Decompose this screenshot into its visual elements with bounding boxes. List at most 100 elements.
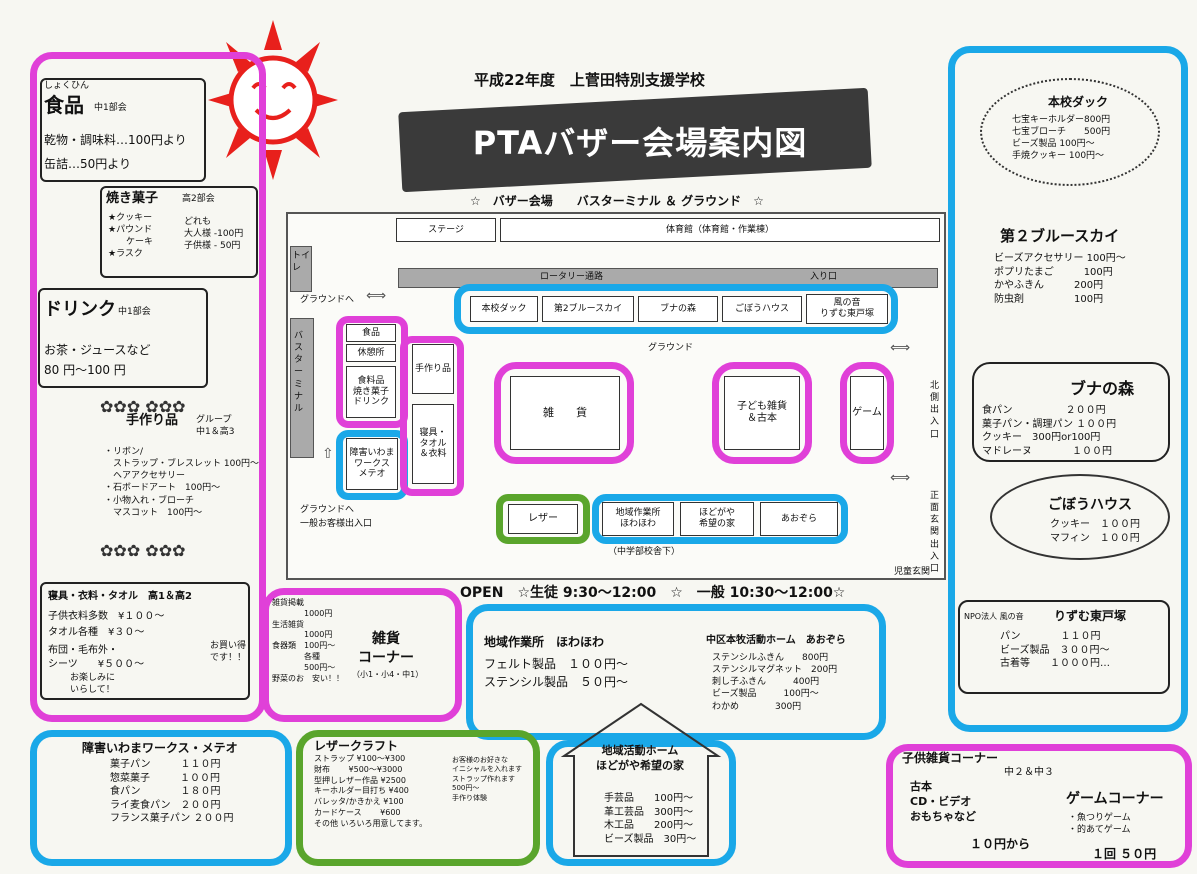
map-toilet-band bbox=[290, 246, 312, 292]
handmade-map-frame bbox=[400, 336, 464, 496]
game-price: １回 ５０円 bbox=[1092, 847, 1157, 861]
howa-line-2: ステンシル製品 ５０円～ bbox=[484, 675, 629, 689]
rizumu-title: りずむ東戸塚 bbox=[1054, 609, 1127, 623]
sun-icon bbox=[208, 20, 338, 180]
map-ground-to-2: グラウンドへ bbox=[300, 505, 355, 515]
kids-title: 子供雑貨コーナー bbox=[902, 751, 999, 765]
buna-title: ブナの森 bbox=[1070, 379, 1135, 398]
arrow-up-icon: ⇧ bbox=[322, 446, 334, 462]
top-stalls-frame bbox=[454, 284, 898, 334]
game-map-frame bbox=[840, 362, 894, 464]
leather-list: ストラップ ¥100～¥300 財布 ¥500～¥3000 型押しレザー作品 ¥… bbox=[314, 754, 428, 828]
kids-price: １０円から bbox=[970, 837, 1031, 851]
food-line-2: 缶詰…50円より bbox=[44, 157, 132, 171]
page-title: PTAバザー会場案内図 bbox=[472, 124, 808, 162]
bluesky-title: 第２ブルースカイ bbox=[1000, 227, 1120, 245]
stall-honkou-duck: 本校ダック bbox=[470, 296, 538, 322]
kids-sub: 中２＆中３ bbox=[1004, 767, 1054, 778]
stall-shingu: 寝具・ タオル ＆衣料 bbox=[412, 404, 454, 484]
map-stage: ステージ bbox=[396, 218, 496, 242]
map-gym: 体育館（体育館・作業棟） bbox=[500, 218, 940, 242]
leather-note: お客様のお好きな イニシャルを入れます ストラップ作れます 500円～ 手作り体… bbox=[452, 756, 522, 802]
stall-zakka: 雑 貨 bbox=[510, 376, 620, 450]
stall-shokuhin: 食品 bbox=[346, 324, 396, 342]
iwama-frame bbox=[30, 730, 292, 866]
handmade-list: ・リボン/ ストラップ・ブレスレット 100円～ ヘアアクセサリー ・石ボードア… bbox=[104, 447, 260, 518]
map-toilet: トイレ bbox=[292, 251, 311, 274]
food-ruby: しょくひん bbox=[44, 81, 90, 91]
map-left-band bbox=[290, 318, 314, 458]
drink-title: ドリンク bbox=[44, 299, 116, 320]
gobou-list: クッキー １００円 マフィン １００円 bbox=[1050, 519, 1140, 544]
bedding-line-2: タオル各種 ¥３０～ bbox=[48, 627, 145, 638]
bottom-stalls-frame bbox=[592, 494, 848, 544]
leather-title: レザークラフト bbox=[314, 739, 399, 753]
stall-tedukuri: 手作り品 bbox=[412, 344, 454, 394]
stall-iwama: 障害いわま ワークス メテオ bbox=[346, 438, 398, 490]
gobou-bubble bbox=[990, 474, 1170, 560]
map-ground-to: グラウンドへ bbox=[300, 295, 355, 305]
map-exit-2: 正面玄関出入口 bbox=[930, 491, 940, 574]
left-column-frame bbox=[30, 52, 266, 722]
bedding-bubble-2: お楽しみに いらして！ bbox=[70, 673, 116, 696]
stall-kaze: 風の音 りずむ東戸塚 bbox=[806, 294, 888, 324]
stall-leather: レザー bbox=[508, 504, 578, 534]
map-top-band-label-2: 入り口 bbox=[810, 272, 838, 282]
leather-map-frame bbox=[496, 494, 590, 544]
hodogaya-list: 手芸品 100円～ 革工芸品 300円～ 木工品 200円～ ビーズ製品 30円… bbox=[604, 793, 697, 845]
drink-sub: 中1部会 bbox=[118, 307, 151, 317]
map-general-entry: 一般お客様出入口 bbox=[300, 519, 373, 529]
map-ground: グラウンド bbox=[648, 343, 694, 353]
rizumu-list: パン １１０円 ビーズ製品 ３００円～ 古着等 １０００円… bbox=[1000, 631, 1110, 669]
stall-howa: 地域作業所 ほわほわ bbox=[602, 502, 674, 536]
kids-frame bbox=[886, 744, 1192, 868]
kodomo-map-frame bbox=[712, 362, 812, 464]
bedding-card bbox=[40, 582, 250, 700]
drink-card bbox=[38, 288, 208, 388]
zakka-corner-list: 雑貨掲載 1000円 生活雑貨 1000円 食器類 100円～ 各種 500円～… bbox=[272, 598, 344, 683]
map-top-band-label: ロータリー通路 bbox=[540, 272, 604, 282]
buna-card bbox=[972, 362, 1170, 462]
stall-buna: ブナの森 bbox=[638, 296, 718, 322]
arrow-exit-2-icon: ⟺ bbox=[890, 470, 911, 486]
flower-decoration-2-icon: ✿✿✿ ✿✿✿ bbox=[100, 541, 186, 560]
game-title: ゲームコーナー bbox=[1066, 791, 1164, 807]
map-junior-high: （中学部校舎下） bbox=[608, 547, 681, 557]
stall-kyukei: 休憩所 bbox=[346, 344, 396, 362]
house-icon bbox=[560, 702, 722, 857]
howa-title: 地域作業所 ほわほわ bbox=[484, 635, 605, 649]
iwama-list: 菓子パン １１０円 惣菜菓子 １００円 食パン １８０円 ライ麦食パン ２００円… bbox=[110, 759, 234, 824]
middle-info-frame bbox=[466, 604, 886, 740]
stall-kodomo: 子ども雑貨 ＆古本 bbox=[724, 376, 800, 450]
rizumu-pre: NPO法人 風の音 bbox=[964, 612, 1024, 621]
bluesky-list: ビーズアクセサリー 100円～ ポプリたまご 100円 かやふきん 200円 防… bbox=[994, 253, 1126, 305]
rizumu-card bbox=[958, 600, 1170, 694]
drink-line-1: お茶・ジュースなど bbox=[44, 343, 151, 357]
duck-list: 七宝キーホルダー800円 七宝ブローチ 500円 ビーズ製品 100円～ 手焼ク… bbox=[1012, 115, 1111, 162]
howa-line-1: フェルト製品 １００円～ bbox=[484, 657, 629, 671]
stall-blue-sky: 第2ブルースカイ bbox=[542, 296, 634, 322]
sweets-sub: 高2部会 bbox=[182, 194, 215, 204]
iwama-title: 障害いわまワークス・メテオ bbox=[82, 741, 238, 755]
leather-frame bbox=[296, 730, 540, 866]
food-card bbox=[40, 78, 206, 182]
game-list: ・魚つりゲーム ・的あてゲーム bbox=[1068, 813, 1131, 836]
sweets-title: 焼き菓子 bbox=[106, 191, 159, 206]
school-name: 平成22年度 上菅田特別支援学校 bbox=[474, 71, 705, 89]
open-hours: OPEN ☆生徒 9:30～12:00 ☆ 一般 10:30～12:00☆ bbox=[460, 585, 846, 601]
stall-hodogaya: ほどがや 希望の家 bbox=[680, 502, 754, 536]
stall-aozora: あおぞら bbox=[760, 502, 838, 536]
gobou-title: ごぼうハウス bbox=[1048, 497, 1132, 513]
aozora-title: 中区本牧活動ホーム あおぞら bbox=[706, 635, 846, 646]
bedding-title: 寝具・衣料・タオル 高1＆高2 bbox=[48, 591, 192, 602]
zakka-corner-title: 雑貨 コーナー bbox=[358, 631, 414, 666]
flower-decoration-icon: ✿✿✿ ✿✿✿ bbox=[100, 397, 186, 416]
kids-list: 古本 CD・ビデオ おもちゃなど bbox=[910, 780, 976, 823]
food-line-1: 乾物・調味料…100円より bbox=[44, 133, 187, 147]
bedding-line-3: 布団・毛布外・ シーツ ¥５００～ bbox=[48, 645, 145, 670]
zakka-corner-frame bbox=[262, 588, 462, 722]
zakka-corner-sub: （小1・小4・中1） bbox=[352, 670, 424, 679]
food-title: 食品 bbox=[44, 93, 84, 117]
right-column-frame bbox=[948, 46, 1188, 732]
